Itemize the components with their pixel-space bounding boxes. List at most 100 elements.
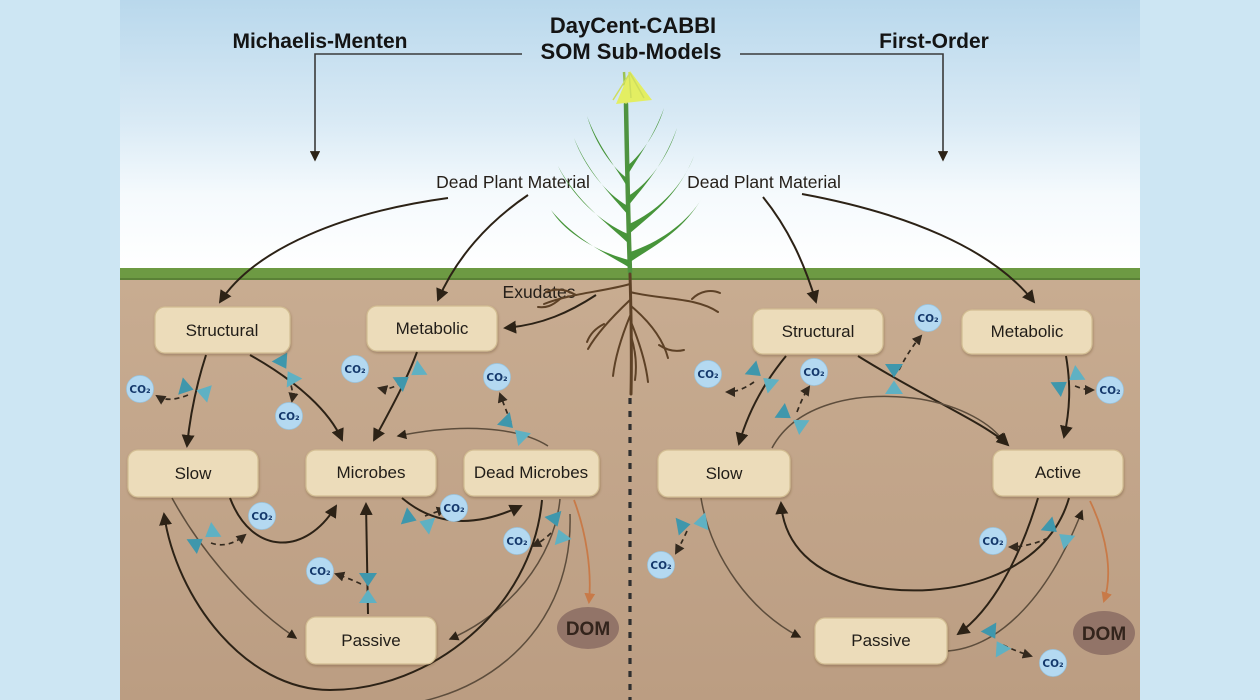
- arrow-active-to-passive: [956, 497, 1039, 636]
- co2-label: CO₂: [486, 372, 508, 384]
- pool-box-rect: [305, 449, 437, 497]
- bracket-left-arrow: [309, 53, 522, 162]
- pool-box-active: Active: [992, 449, 1124, 497]
- co2-bubble-circle: [483, 363, 511, 391]
- co2-label: CO₂: [129, 384, 151, 396]
- co2-bubble-circle: [126, 375, 154, 403]
- pool-label: Structural: [186, 321, 259, 340]
- co2-bubble-circle: [440, 494, 468, 522]
- right-model-label: First-Order: [879, 30, 989, 53]
- pool-label: Slow: [175, 464, 213, 483]
- co2-bubble-circle: [1096, 376, 1124, 404]
- pool-box-passive-left: Passive: [305, 616, 437, 665]
- co2-bubble-circle: [1039, 649, 1067, 677]
- co2-bubble-circle: [914, 304, 942, 332]
- co2-dashed-arrow: [1074, 384, 1096, 396]
- co2-bubble-circle: [306, 557, 334, 585]
- arrow-structural-to-slow-right: [735, 355, 787, 446]
- arrow-bottom-outer-arc-left: [424, 513, 571, 700]
- pool-box-structural-right: Structural: [752, 308, 884, 355]
- co2-bubble: CO₂: [126, 375, 154, 403]
- dead-plant-material-right-label: Dead Plant Material: [687, 172, 841, 192]
- co2-bubble: CO₂: [275, 402, 303, 430]
- arrow-structural-to-microbes: [249, 354, 344, 442]
- co2-bubble-circle: [647, 551, 675, 579]
- co2-bubble-circle: [275, 402, 303, 430]
- co2-dashed-arrow: [334, 571, 362, 585]
- co2-label: CO₂: [803, 367, 825, 379]
- dom-pool-right: DOM: [1073, 611, 1135, 655]
- dom-label: DOM: [566, 619, 610, 640]
- arrow-metabolic-to-active: [1060, 355, 1073, 439]
- pool-box-rect: [127, 449, 259, 498]
- co2-bubble-circle: [694, 360, 722, 388]
- flower-strands: [612, 71, 645, 101]
- pool-box-rect: [463, 449, 600, 497]
- co2-bubble: CO₂: [694, 360, 722, 388]
- pool-box-microbes: Microbes: [305, 449, 437, 497]
- co2-label: CO₂: [443, 503, 465, 515]
- pool-box-rect: [814, 617, 948, 665]
- exudates-label: Exudates: [503, 282, 576, 302]
- co2-dashed-arrow: [1007, 537, 1049, 553]
- plant-leaf: [629, 156, 694, 234]
- co2-dashed-arrow: [724, 381, 755, 398]
- co2-bubble: CO₂: [440, 494, 468, 522]
- co2-bubble: CO₂: [1096, 376, 1124, 404]
- co2-label: CO₂: [251, 511, 273, 523]
- pool-box-structural-left: Structural: [154, 306, 291, 354]
- plant-leaf: [574, 138, 629, 216]
- plant-leaf: [551, 210, 630, 268]
- figure-title-line2: SOM Sub-Models: [541, 39, 722, 64]
- pool-box-rect: [657, 449, 791, 498]
- co2-bubble: CO₂: [483, 363, 511, 391]
- co2-dashed-arrow: [531, 532, 552, 547]
- co2-bubble: CO₂: [341, 355, 369, 383]
- co2-label: CO₂: [650, 560, 672, 572]
- co2-label: CO₂: [982, 536, 1004, 548]
- co2-bubble: CO₂: [248, 502, 276, 530]
- co2-label: CO₂: [1099, 385, 1121, 397]
- root-branch: [543, 283, 631, 305]
- pool-box-slow-right: Slow: [657, 449, 791, 498]
- bracket-right-arrow: [740, 53, 949, 162]
- arrow-exudates-to-metabolic: [503, 294, 597, 334]
- pool-box-dead-microbes: Dead Microbes: [463, 449, 600, 497]
- root-system: [537, 272, 721, 396]
- plant-leaf: [627, 108, 664, 176]
- co2-bubble-circle: [341, 355, 369, 383]
- arrow-slow-to-passive-left: [171, 497, 298, 639]
- root-branch: [630, 305, 669, 359]
- co2-label: CO₂: [309, 566, 331, 578]
- co2-bubble: CO₂: [1039, 649, 1067, 677]
- arrow-deadmicrobes-to-microbes: [396, 427, 549, 447]
- dom-ellipse: [1073, 611, 1135, 655]
- root-branch: [658, 344, 685, 352]
- plant-stem: [623, 101, 633, 275]
- co2-bubble-circle: [979, 527, 1007, 555]
- pool-label: Microbes: [337, 463, 406, 482]
- co2-dashed-arrow: [796, 385, 811, 413]
- pool-box-passive-right: Passive: [814, 617, 948, 665]
- co2-bubble-circle: [800, 358, 828, 386]
- co2-label: CO₂: [917, 313, 939, 325]
- pool-box-rect: [154, 306, 291, 354]
- flow-arrows-michaelis-menten: [159, 194, 597, 700]
- arrow-active-to-slow: [775, 497, 1070, 592]
- co2-dashed-arrow: [675, 530, 688, 555]
- pool-box-rect: [366, 305, 498, 352]
- pool-box-rect: [752, 308, 884, 355]
- arrow-deadmicrobes-to-slow-arc: [159, 499, 543, 692]
- co2-bubble-circle: [503, 527, 531, 555]
- root-branch: [612, 315, 631, 377]
- pool-label: Structural: [782, 322, 855, 341]
- pool-label: Passive: [341, 631, 401, 650]
- root-branch: [629, 291, 719, 313]
- arrow-dpm-to-metabolic-left: [436, 194, 529, 302]
- taproot: [628, 272, 633, 396]
- co2-dashed-arrow: [155, 394, 189, 405]
- plant-leaf: [630, 198, 702, 262]
- co2-label: CO₂: [344, 364, 366, 376]
